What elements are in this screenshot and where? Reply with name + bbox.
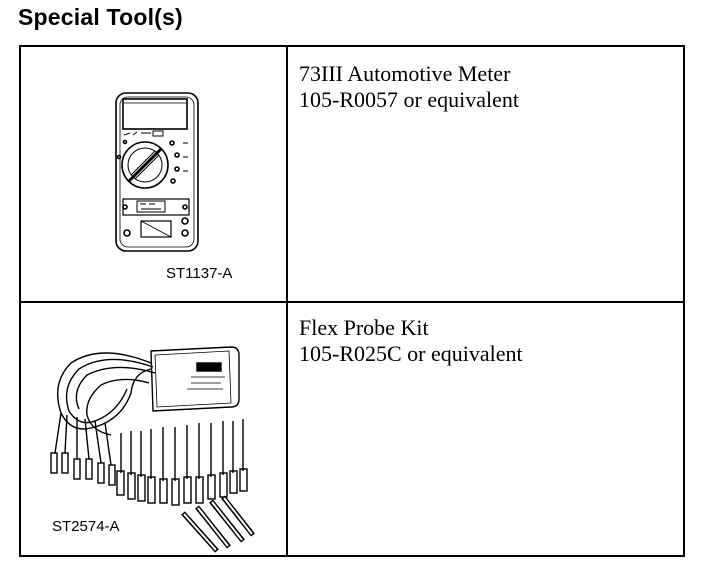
probe-kit-illustration-icon bbox=[50, 346, 255, 553]
tool-image-cell: ST2574-A bbox=[21, 303, 288, 555]
tool-name: Flex Probe Kit bbox=[299, 315, 429, 340]
tool-description-cell: 73III Automotive Meter 105-R0057 or equi… bbox=[288, 47, 683, 301]
tool-row: ST1137-A 73III Automotive Meter 105-R005… bbox=[21, 47, 683, 303]
tool-image-cell: ST1137-A bbox=[21, 47, 288, 301]
tool-part-number: 105-R0057 or equivalent bbox=[299, 87, 519, 112]
section-title: Special Tool(s) bbox=[18, 4, 183, 30]
tool-description-cell: Flex Probe Kit 105-R025C or equivalent bbox=[288, 303, 683, 555]
tool-part-number: 105-R025C or equivalent bbox=[299, 341, 523, 366]
multimeter-illustration-icon bbox=[115, 92, 199, 252]
tool-row: ST2574-A Flex Probe Kit 105-R025C or equ… bbox=[21, 303, 683, 555]
special-tools-table: ST1137-A 73III Automotive Meter 105-R005… bbox=[19, 45, 685, 557]
figure-id: ST2574-A bbox=[52, 518, 120, 535]
tool-name: 73III Automotive Meter bbox=[299, 61, 511, 86]
figure-id: ST1137-A bbox=[166, 265, 233, 282]
